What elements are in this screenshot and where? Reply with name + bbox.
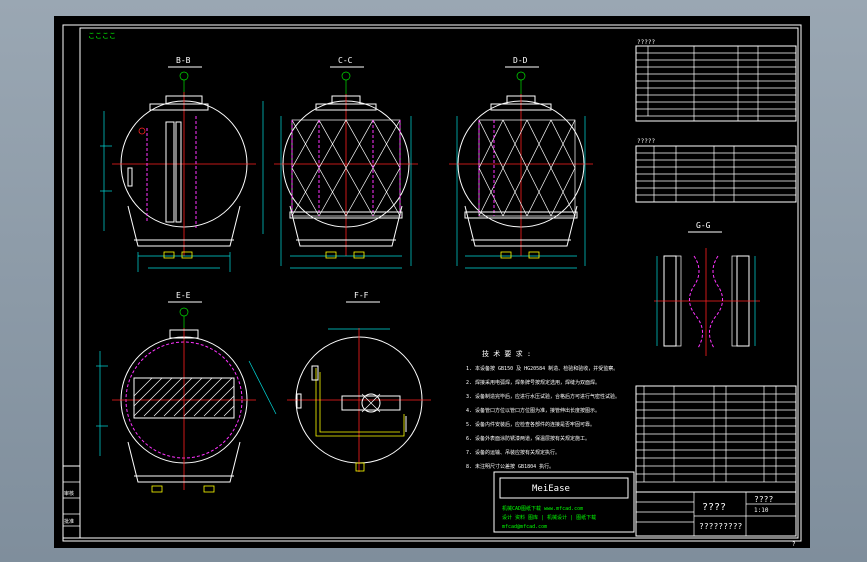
technical-requirements: 技 术 要 求 : 1. 本设备按 GB150 及 HG20584 制造、检验和… <box>466 349 620 470</box>
tech-line-2: 3. 设备制造完毕后，应进行水压试验，合格后方可进行气密性试验。 <box>466 393 620 400</box>
corner-tag: ? <box>792 541 796 548</box>
drawing-area[interactable]: ここここ 审核 批准 B-B <box>54 16 810 548</box>
tech-line-1: 2. 焊接采用电弧焊，焊条牌号按规定选用，焊缝为双面焊。 <box>466 379 600 386</box>
view-c-c: C-C <box>274 56 418 269</box>
corner-marks: ここここ <box>88 32 116 40</box>
table-mid: ????? <box>635 138 797 203</box>
table-mid-title: ????? <box>637 138 655 145</box>
tech-title: 技 术 要 求 : <box>482 349 531 358</box>
label-d-d: D-D <box>513 56 528 65</box>
title-block: ???? ???? ????????? 1:10 <box>635 491 797 537</box>
watermark-line2: 设计 资料 图库 | 机械设计 | 图纸下载 <box>502 514 596 521</box>
tech-line-7: 8. 未注明尺寸公差按 GB1804 执行。 <box>466 463 554 470</box>
table-top: ????? <box>635 39 797 122</box>
label-f-f: F-F <box>354 291 369 300</box>
left-strip-label-1: 批准 <box>64 518 74 525</box>
title-block-scale: 1:10 <box>754 507 769 514</box>
watermark-brand: MeiEase <box>532 484 570 494</box>
table-top-title: ????? <box>637 39 655 46</box>
left-strip-label-0: 审核 <box>64 490 74 497</box>
tech-line-3: 4. 设备管口方位以管口方位图为准，接管伸出长度按图示。 <box>466 407 600 414</box>
label-e-e: E-E <box>176 291 191 300</box>
title-block-drawing-no: ????????? <box>699 522 743 531</box>
label-g-g: G-G <box>696 221 711 230</box>
watermark-box: MeiEase 机械CAD图纸下载 www.mfcad.com 设计 资料 图库… <box>493 471 635 533</box>
outer-border <box>62 24 802 542</box>
watermark-line3: mfcad@mfcad.com <box>502 524 547 530</box>
left-strip: 审核 批准 <box>62 465 81 539</box>
view-d-d: D-D <box>449 56 593 269</box>
tech-line-6: 7. 设备的运输、吊装应按有关规定执行。 <box>466 449 560 456</box>
tech-line-4: 5. 设备内件安装后，应检查各部件的连接是否牢固可靠。 <box>466 421 595 428</box>
parts-list <box>635 385 797 493</box>
tech-line-5: 6. 设备外表面涂防锈漆两道，保温层按有关规定施工。 <box>466 435 590 442</box>
view-b-b: B-B <box>100 56 264 272</box>
drawing-sheet: ここここ 审核 批准 B-B <box>62 24 802 548</box>
tech-line-0: 1. 本设备按 GB150 及 HG20584 制造、检验和验收，并受监察。 <box>466 365 618 372</box>
view-f-f: F-F <box>287 291 431 472</box>
title-block-code: ???? <box>754 495 773 504</box>
label-c-c: C-C <box>338 56 353 65</box>
view-e-e: E-E <box>96 291 277 493</box>
inner-border <box>79 27 799 539</box>
watermark-line1: 机械CAD图纸下载 www.mfcad.com <box>502 505 583 512</box>
label-b-b: B-B <box>176 56 191 65</box>
view-g-g: G-G <box>654 221 760 356</box>
title-block-name: ???? <box>702 502 726 513</box>
